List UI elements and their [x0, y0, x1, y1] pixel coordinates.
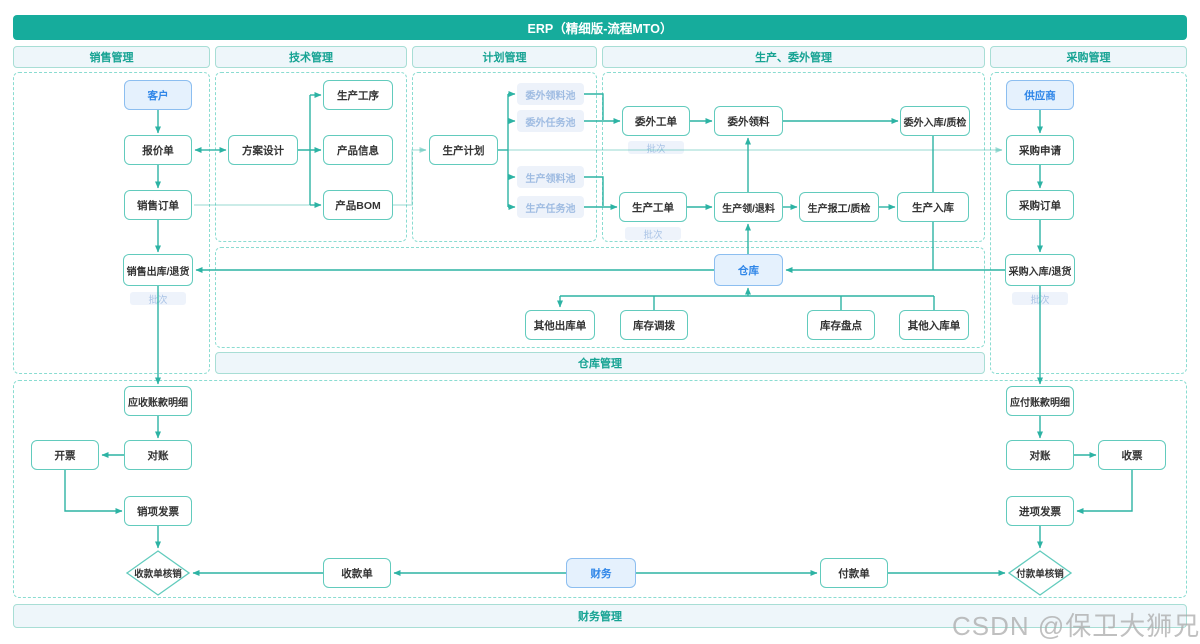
node-reconcile-left: 对账: [124, 440, 192, 470]
node-sales-outbound-return: 销售出库/退货: [123, 254, 193, 286]
node-payment-writeoff: 付款单核销: [1008, 550, 1072, 596]
zone-warehouse: [215, 247, 985, 348]
node-receivable-detail: 应收账款明细: [124, 386, 192, 416]
section-header-production: 生产、委外管理: [602, 46, 985, 68]
node-reconcile-right: 对账: [1006, 440, 1074, 470]
node-customer: 客户: [124, 80, 192, 110]
node-finance: 财务: [566, 558, 636, 588]
node-production-plan: 生产计划: [429, 135, 498, 165]
title-bar: ERP（精细版-流程MTO）: [13, 15, 1187, 40]
node-receipt-writeoff: 收款单核销: [126, 550, 190, 596]
pool-outsource-material: 委外领料池: [517, 83, 584, 105]
section-header-tech: 技术管理: [215, 46, 407, 68]
node-receipt: 收款单: [323, 558, 391, 588]
diamond-shape: [1008, 550, 1072, 596]
node-other-outbound: 其他出库单: [525, 310, 595, 340]
section-header-purchase: 采购管理: [990, 46, 1187, 68]
node-production-inbound: 生产入库: [897, 192, 969, 222]
node-product-bom: 产品BOM: [323, 190, 393, 220]
warehouse-label-bar: 仓库管理: [215, 352, 985, 374]
node-invoice-receive: 收票: [1098, 440, 1166, 470]
node-production-issue-return: 生产领/退料: [714, 192, 783, 222]
node-solution-design: 方案设计: [228, 135, 298, 165]
pool-production-task: 生产任务池: [517, 196, 584, 218]
zone-purchase: [990, 72, 1187, 374]
node-invoice-issue: 开票: [31, 440, 99, 470]
pool-production-material: 生产领料池: [517, 166, 584, 188]
zone-production: [602, 72, 985, 242]
batch-badge-sales: 批次: [130, 292, 186, 306]
node-outsource-workorder: 委外工单: [622, 106, 690, 136]
node-sales-order: 销售订单: [124, 190, 192, 220]
node-outsource-inbound-qc: 委外入库/质检: [900, 106, 970, 136]
zone-finance: [13, 380, 1187, 598]
section-header-sales: 销售管理: [13, 46, 210, 68]
node-input-invoice: 进项发票: [1006, 496, 1074, 526]
batch-badge-production: 批次: [625, 227, 681, 241]
node-payable-detail: 应付账款明细: [1006, 386, 1074, 416]
node-purchase-request: 采购申请: [1006, 135, 1074, 165]
node-purchase-inbound-return: 采购入库/退货: [1005, 254, 1075, 286]
node-purchase-order: 采购订单: [1006, 190, 1074, 220]
node-payment: 付款单: [820, 558, 888, 588]
node-stock-count: 库存盘点: [807, 310, 875, 340]
diamond-shape: [126, 550, 190, 596]
section-header-plan: 计划管理: [412, 46, 597, 68]
zone-plan: [412, 72, 597, 242]
watermark: CSDN @保卫大狮兄: [952, 611, 1200, 641]
node-production-workorder: 生产工单: [619, 192, 687, 222]
node-stock-transfer: 库存调拨: [620, 310, 688, 340]
node-quotation: 报价单: [124, 135, 192, 165]
node-other-inbound: 其他入库单: [899, 310, 969, 340]
node-supplier: 供应商: [1006, 80, 1074, 110]
batch-badge-outsource: 批次: [628, 141, 684, 155]
node-outsource-material-issue: 委外领料: [714, 106, 783, 136]
node-production-report-qc: 生产报工/质检: [799, 192, 879, 222]
node-warehouse: 仓库: [714, 254, 783, 286]
batch-badge-purchase: 批次: [1012, 292, 1068, 306]
node-sales-invoice: 销项发票: [124, 496, 192, 526]
zone-tech: [215, 72, 407, 242]
finance-label-bar: 财务管理: [13, 604, 1187, 628]
node-production-process: 生产工序: [323, 80, 393, 110]
node-product-info: 产品信息: [323, 135, 393, 165]
zone-sales: [13, 72, 210, 374]
pool-outsource-task: 委外任务池: [517, 110, 584, 132]
